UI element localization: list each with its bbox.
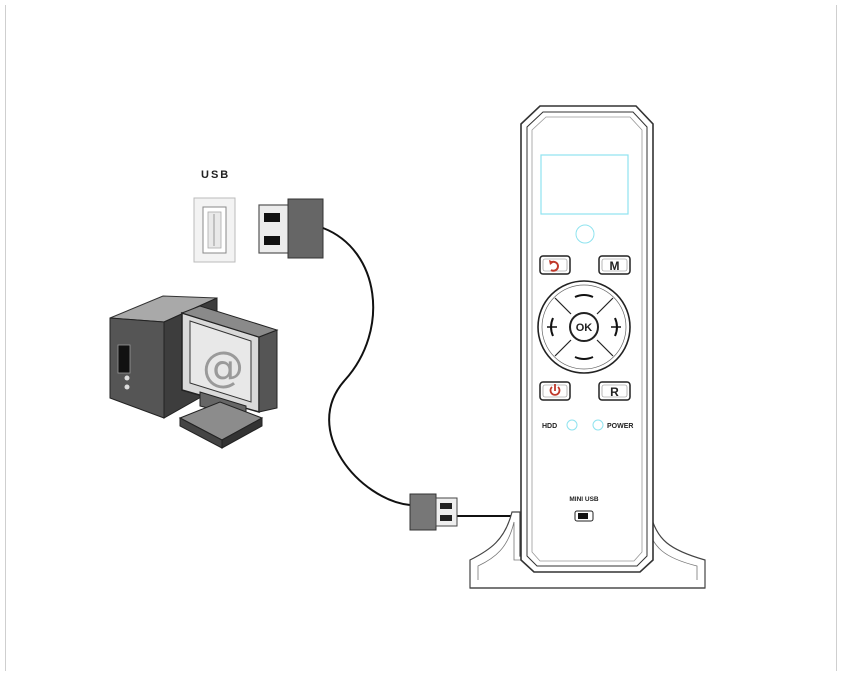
- usb-port: [193, 197, 236, 263]
- usb-cable: [322, 227, 411, 506]
- power-button[interactable]: [539, 381, 571, 401]
- return-icon: [550, 260, 559, 272]
- power-label: POWER: [607, 423, 633, 430]
- power-indicator: [592, 419, 604, 431]
- computer-icon: @: [109, 295, 279, 449]
- up-arrow[interactable]: [574, 294, 594, 298]
- r-button[interactable]: R: [598, 381, 631, 401]
- usb-label: USB: [201, 169, 230, 181]
- back-button[interactable]: [539, 255, 571, 275]
- mini-usb-port: [574, 510, 594, 522]
- menu-button-label: M: [610, 259, 620, 273]
- ok-button[interactable]: OK: [569, 312, 599, 342]
- at-symbol: @: [202, 342, 244, 391]
- usb-plug-bottom: [409, 493, 458, 531]
- r-button-label: R: [610, 385, 619, 399]
- power-icon: [549, 386, 561, 396]
- menu-button[interactable]: M: [598, 255, 631, 275]
- down-arrow[interactable]: [574, 356, 594, 360]
- ok-button-label: OK: [576, 322, 593, 334]
- mini-usb-label: MINI USB: [569, 496, 599, 503]
- hdd-indicator: [566, 419, 578, 431]
- figure-frame: [5, 5, 837, 671]
- hdd-label: HDD: [542, 423, 557, 430]
- usb-plug-top: [258, 198, 324, 259]
- ir-sensor: [575, 224, 595, 244]
- device-display: [540, 154, 629, 215]
